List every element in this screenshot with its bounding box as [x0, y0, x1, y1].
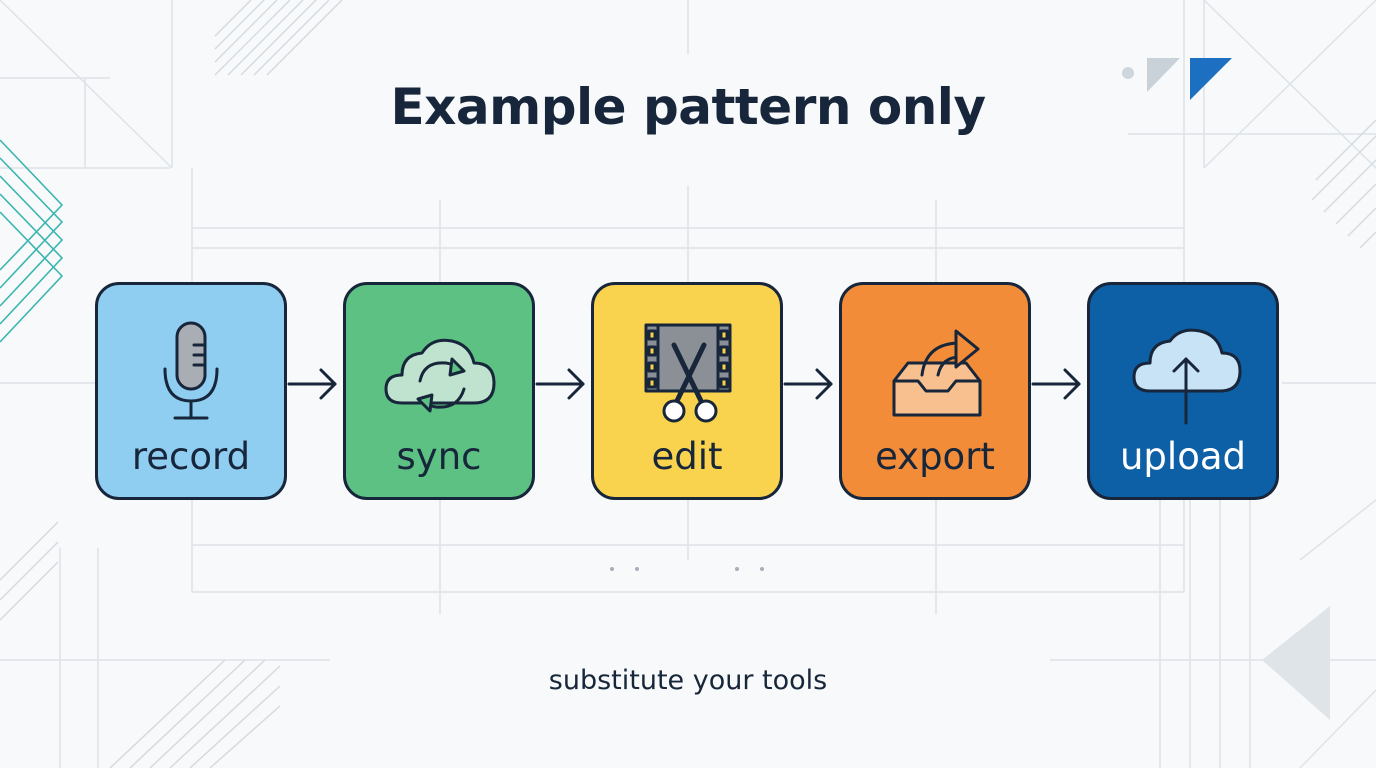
step-upload: upload [1087, 282, 1279, 500]
step-label: upload [1119, 435, 1246, 478]
arrow-right-icon [783, 368, 833, 400]
arrow-right-icon [1031, 368, 1081, 400]
step-label: sync [396, 435, 482, 478]
step-label: record [131, 435, 251, 478]
arrow-right-icon [535, 368, 585, 400]
cloud-sync-icon [384, 338, 496, 413]
step-record: record [95, 282, 287, 500]
arrow-right-icon [287, 368, 337, 400]
step-sync: sync [343, 282, 535, 500]
diagram-title: Example pattern only [390, 78, 986, 136]
cloud-upload-icon [1132, 328, 1242, 425]
film-scissors-icon [644, 323, 732, 423]
diagram-subtitle: substitute your tools [548, 665, 828, 696]
tray-export-icon [892, 329, 982, 417]
step-export: export [839, 282, 1031, 500]
step-label: export [875, 435, 995, 478]
step-label: edit [651, 435, 723, 478]
step-edit: edit [591, 282, 783, 500]
microphone-icon [163, 321, 219, 420]
